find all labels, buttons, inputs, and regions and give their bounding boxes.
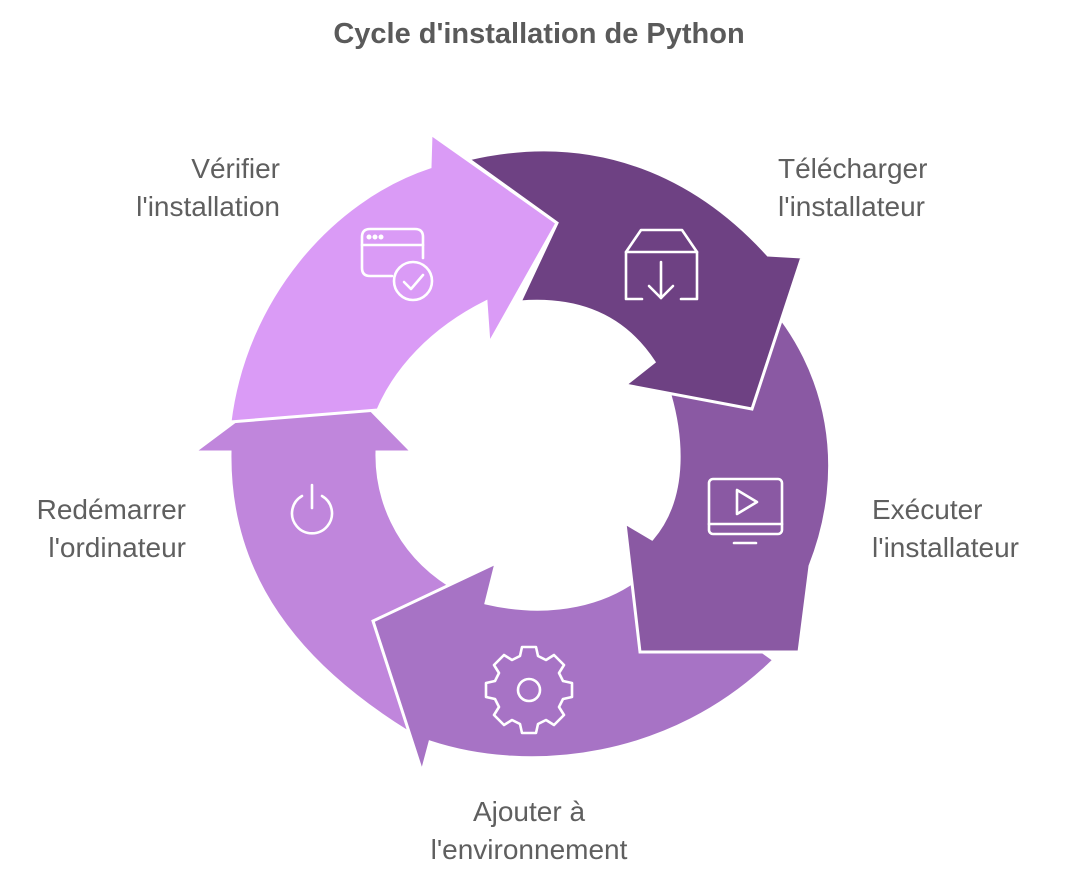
- monitor-play-icon: [707, 477, 784, 545]
- label-download: Télécharger l'installateur: [778, 153, 928, 222]
- label-execute: Exécuter l'installateur: [872, 494, 1019, 563]
- step-arrow-execute: [623, 295, 832, 654]
- gear-icon: [484, 645, 574, 735]
- browser-check-icon: [360, 227, 434, 302]
- step-arrow-download: [464, 148, 805, 411]
- diagram-title: Cycle d'installation de Python: [333, 18, 745, 50]
- label-verify: Vérifier l'installation: [136, 153, 280, 222]
- label-environment: Ajouter à l'environnement: [430, 796, 628, 865]
- power-icon: [290, 483, 334, 535]
- download-box-icon: [624, 228, 699, 301]
- label-restart: Redémarrer l'ordinateur: [36, 494, 186, 563]
